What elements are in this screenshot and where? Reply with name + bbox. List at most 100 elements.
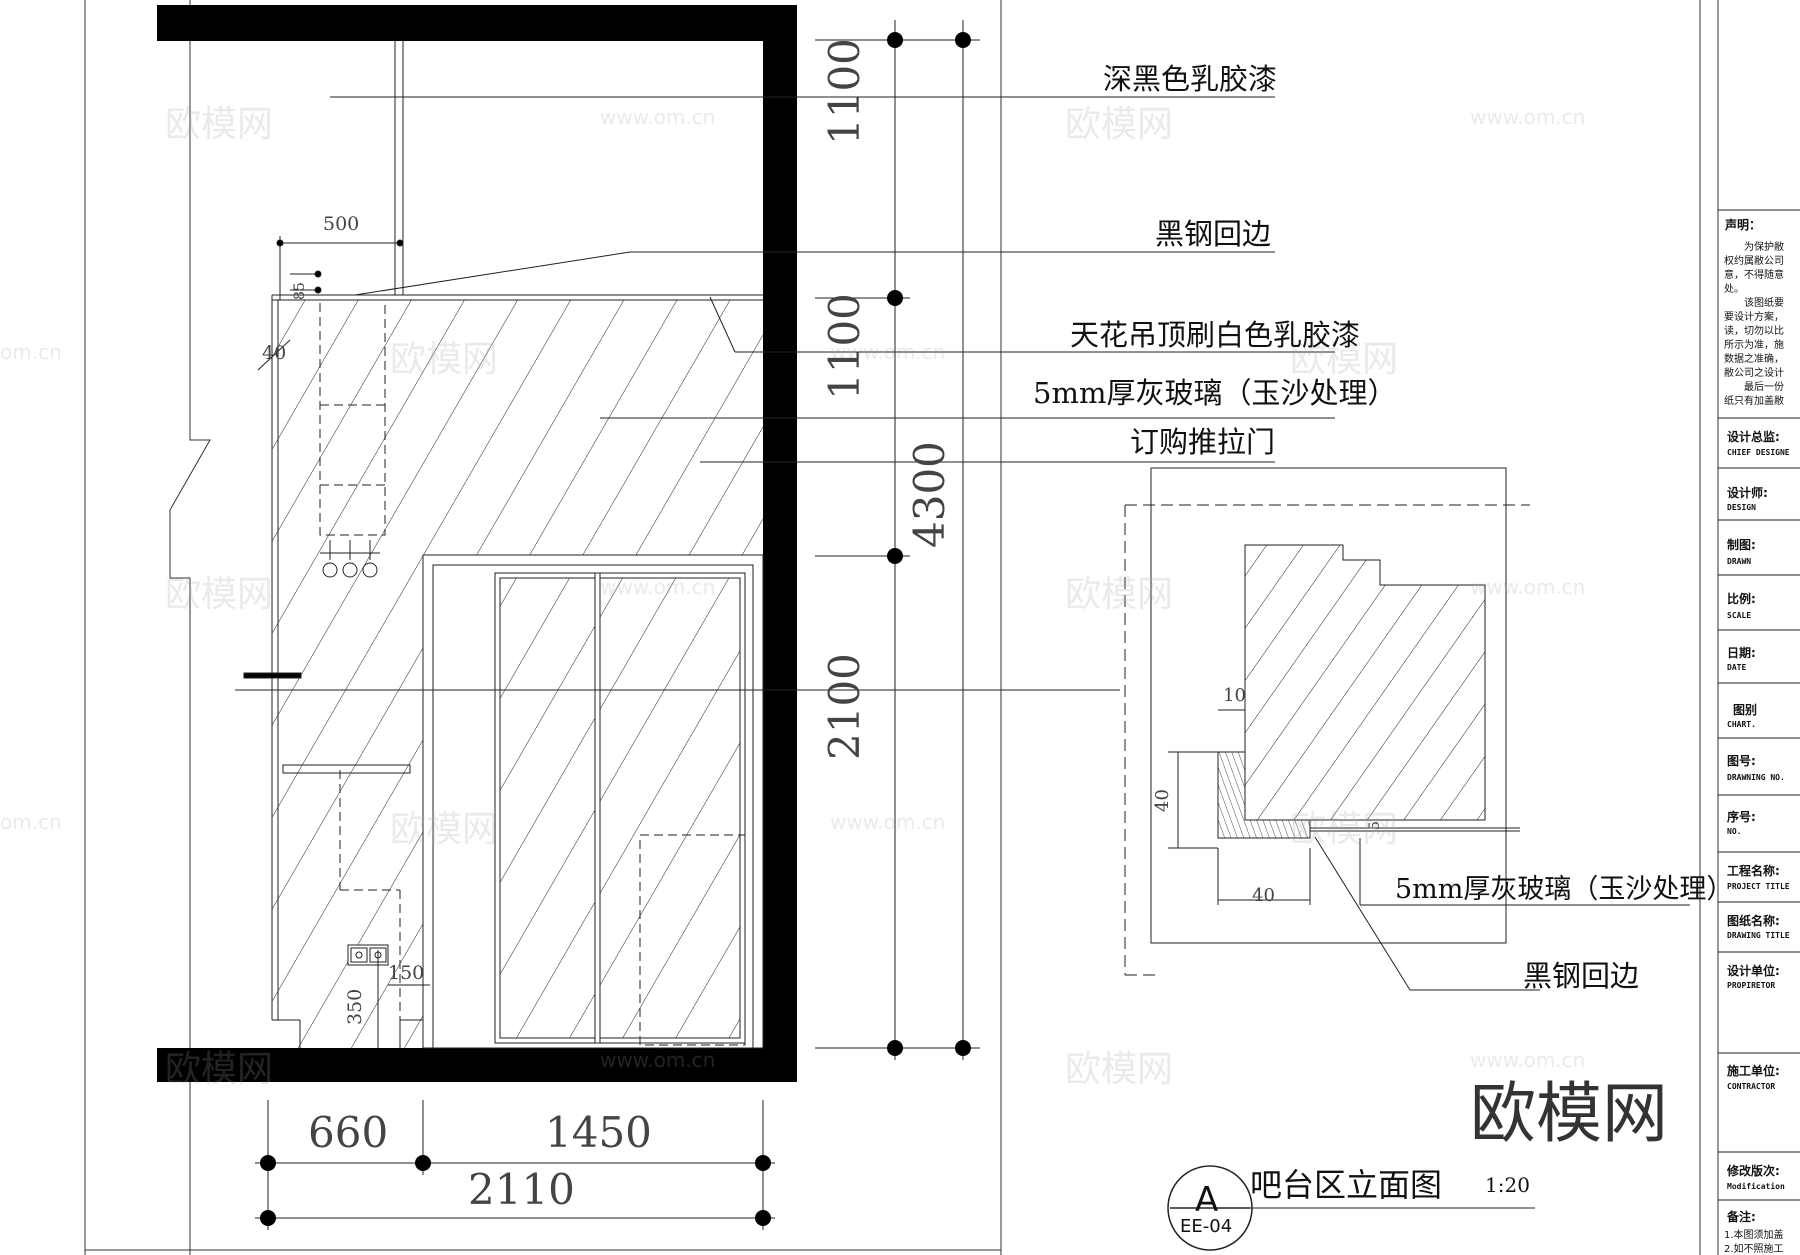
tb-no-en: NO.	[1727, 827, 1742, 836]
tb-drawing-title-en: DRAWING TITLE	[1727, 931, 1790, 940]
watermark: www.om.cn	[600, 1048, 716, 1072]
section-mark	[1167, 1165, 1535, 1251]
watermark: www.om.cn	[1470, 575, 1586, 599]
watermark: www.om.cn	[830, 810, 946, 834]
detail-section	[1124, 467, 1690, 991]
watermark: 欧模网	[165, 1049, 274, 1090]
drawing-scale: 1:20	[1485, 1173, 1530, 1197]
bar-counter	[243, 672, 411, 774]
dim-500: 500	[323, 213, 360, 235]
tb-drawing-title-label: 图纸名称:	[1727, 914, 1780, 928]
tb-scale-label: 比例:	[1727, 592, 1756, 606]
tb-chief-designer-en: CHIEF DESIGNE	[1727, 448, 1790, 457]
tb-declaration-title: 声明：	[1725, 218, 1762, 232]
sheet-reference: EE-04	[1180, 1216, 1233, 1237]
tb-design-unit-en: PROPIRETOR	[1727, 981, 1776, 990]
tb-design-unit-label: 设计单位:	[1727, 964, 1780, 978]
tb-drawn-label: 制图:	[1727, 538, 1756, 552]
tb-revision-en: Modification	[1727, 1182, 1785, 1191]
title-block-grid	[1718, 209, 1800, 1201]
watermark: 欧模网	[165, 574, 274, 615]
small-dimensions	[257, 236, 430, 1048]
tb-declaration-line: 为保护敝	[1724, 242, 1784, 253]
dim-660: 660	[308, 1108, 389, 1157]
watermark: 欧模网	[390, 339, 499, 380]
watermark: 欧模网	[1065, 104, 1174, 145]
dim-40: 40	[262, 342, 287, 364]
tb-project-en: PROJECT TITLE	[1727, 882, 1790, 891]
power-sockets	[347, 944, 389, 966]
detail-dim-10: 10	[1223, 685, 1246, 706]
tb-notes-line: 2.如不照施工	[1724, 1244, 1784, 1255]
elevation-lines	[271, 41, 764, 1049]
brand-logo-text: 欧模网	[1470, 1075, 1668, 1152]
callout-paint-black: 深黑色乳胶漆	[1103, 62, 1278, 96]
leader-lines	[235, 96, 1335, 691]
dim-85: 85	[292, 282, 308, 300]
watermark: om.cn	[0, 810, 62, 834]
glass-partition-hatch	[272, 300, 763, 1048]
break-line	[169, 0, 211, 1255]
callout-steel-edge: 黑钢回边	[1155, 217, 1272, 251]
watermark: 欧模网	[1290, 809, 1399, 850]
tb-drawing-no-label: 图号:	[1727, 754, 1756, 768]
section-letter: A	[1195, 1180, 1219, 1220]
tb-notes-line: 1.本图须加盖	[1724, 1230, 1784, 1241]
watermark: www.om.cn	[830, 340, 946, 364]
tb-revision-label: 修改版次:	[1727, 1164, 1780, 1178]
tb-scale-en: SCALE	[1727, 611, 1752, 620]
tb-declaration-line: 读，切勿以比	[1724, 326, 1784, 337]
watermark: www.om.cn	[600, 575, 716, 599]
dimension-dots	[887, 32, 971, 1056]
wall-section-frame	[157, 5, 797, 1082]
tb-declaration-line: 权约属敝公司	[1724, 256, 1784, 267]
tb-declaration-line: 敝公司之设计	[1724, 368, 1784, 379]
callout-glass: 5mm厚灰玻璃（玉沙处理）	[1033, 376, 1397, 410]
watermark: 欧模网	[165, 104, 274, 145]
tb-contractor-en: CONTRACTOR	[1727, 1082, 1776, 1091]
detail-dim-40-vertical: 40	[1152, 789, 1173, 812]
dim-2110: 2110	[468, 1165, 575, 1214]
dim-2100: 2100	[820, 653, 869, 760]
tb-declaration-line: 最后一份	[1724, 382, 1784, 393]
tb-contractor-label: 施工单位:	[1727, 1064, 1780, 1078]
tb-designer-label: 设计师:	[1727, 486, 1768, 500]
callout-detail-glass: 5mm厚灰玻璃（玉沙处理）	[1395, 874, 1734, 905]
tb-drawing-no-en: DRAWNING NO.	[1727, 773, 1785, 782]
tb-no-label: 序号:	[1727, 810, 1756, 824]
dim-1450: 1450	[545, 1108, 652, 1157]
watermark: www.om.cn	[600, 105, 716, 129]
callout-ceiling: 天花吊顶刷白色乳胶漆	[1070, 318, 1361, 352]
watermark: www.om.cn	[1470, 105, 1586, 129]
vertical-dimensions	[815, 20, 980, 1060]
tb-declaration-line: 纸只有加盖敝	[1724, 396, 1784, 407]
tb-designer-en: DESIGN	[1727, 503, 1756, 512]
watermark: om.cn	[0, 340, 62, 364]
tb-chart-en: CHART.	[1727, 720, 1756, 729]
tb-date-label: 日期:	[1727, 646, 1756, 660]
dim-350: 350	[344, 988, 366, 1025]
detail-dim-5: 5	[1367, 821, 1383, 830]
dim-1100-top: 1100	[820, 38, 869, 145]
dim-150: 150	[388, 962, 425, 984]
hidden-fixtures	[319, 299, 746, 1046]
tb-drawn-en: DRAWN	[1727, 557, 1752, 566]
watermark: 欧模网	[1290, 339, 1399, 380]
dim-4300: 4300	[905, 441, 954, 548]
tb-declaration-line: 所示为准，施	[1724, 340, 1784, 351]
tb-chief-designer-label: 设计总监:	[1727, 430, 1780, 444]
sheet-borders	[84, 0, 1719, 1255]
callout-door: 订购推拉门	[1130, 425, 1276, 459]
tb-project-label: 工程名称:	[1727, 864, 1780, 878]
tb-notes-label: 备注:	[1727, 1210, 1756, 1224]
wine-glasses	[320, 540, 380, 578]
tb-declaration-line: 数据之准确，	[1724, 354, 1784, 365]
watermark: 欧模网	[1065, 1049, 1174, 1090]
tb-date-en: DATE	[1727, 663, 1747, 672]
watermark: www.om.cn	[1470, 1048, 1586, 1072]
detail-dim-40-horizontal: 40	[1252, 885, 1275, 906]
drawing-title: 吧台区立面图	[1250, 1166, 1443, 1204]
tb-declaration-line: 要设计方案，	[1724, 312, 1784, 323]
